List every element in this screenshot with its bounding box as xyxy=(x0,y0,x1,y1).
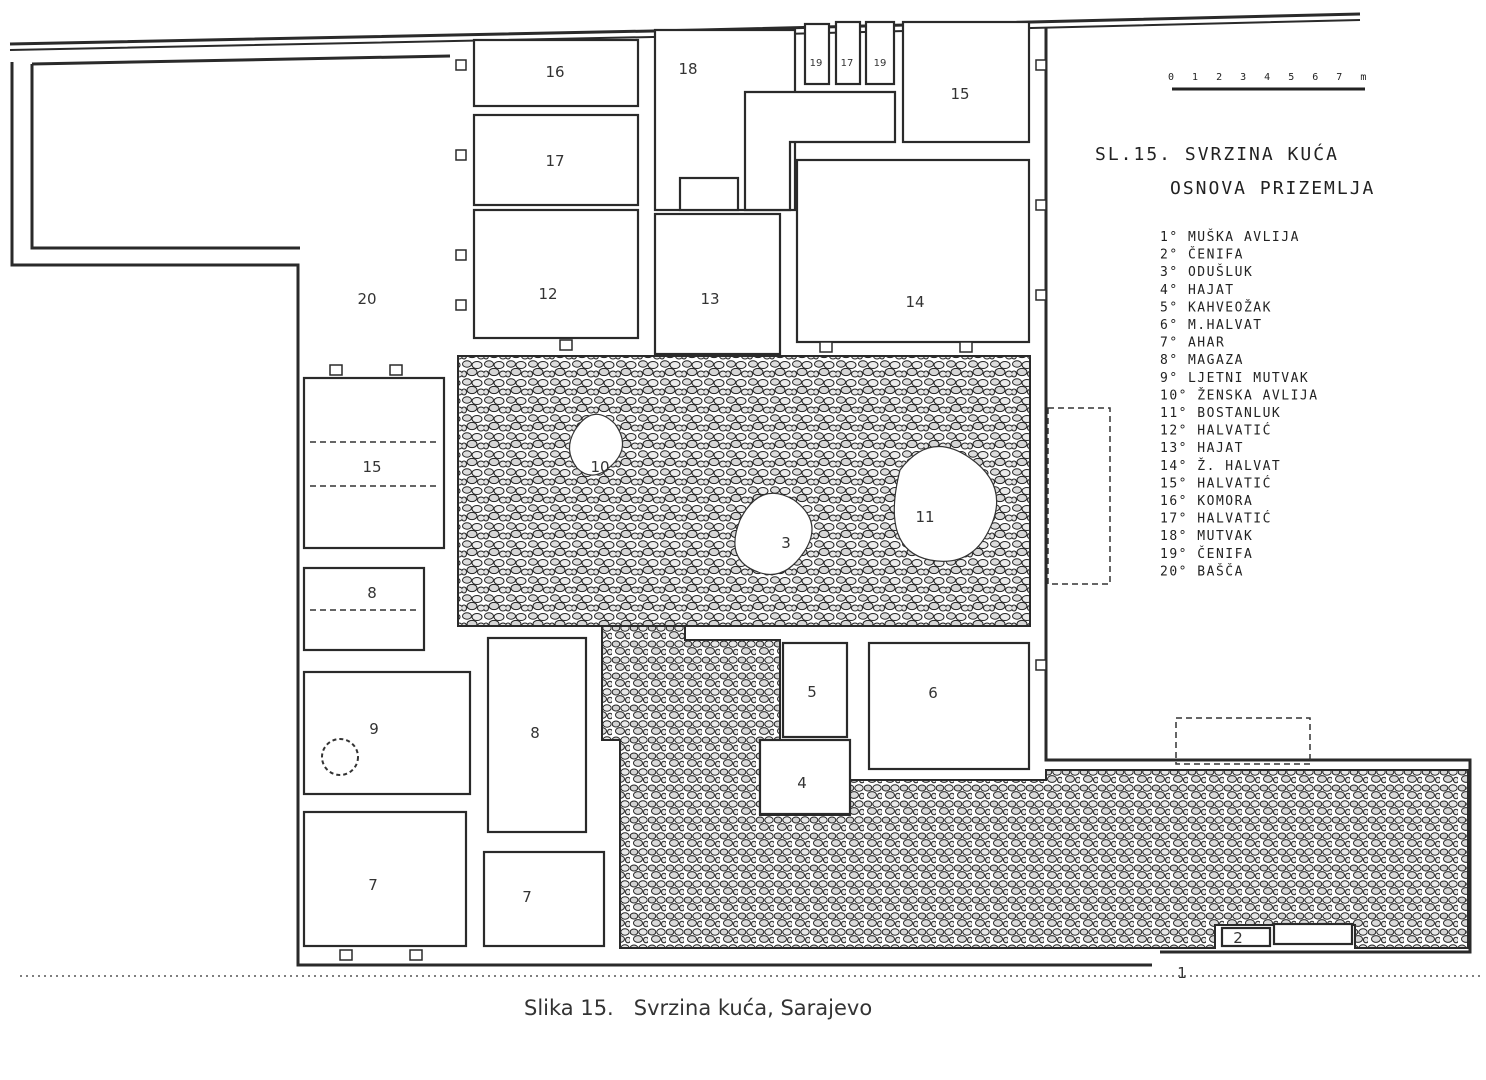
legend-item: 3° ODUŠLUK xyxy=(1160,264,1253,280)
legend-item: 13° HAJAT xyxy=(1160,441,1244,456)
room-label-6: 6 xyxy=(928,684,938,702)
legend-item: 11° BOSTANLUK xyxy=(1160,406,1281,421)
legend-item: 9° LJETNI MUTVAK xyxy=(1160,371,1309,386)
legend-item: 17° HALVATIĆ xyxy=(1160,511,1272,527)
room-label-4: 4 xyxy=(797,774,807,792)
legend-item: 7° AHAR xyxy=(1160,336,1225,351)
room-label-3: 3 xyxy=(781,534,791,552)
room-label-1: 1 xyxy=(1177,964,1187,982)
legend-item: 19° ČENIFA xyxy=(1160,546,1253,562)
figure-caption: Slika 15. Svrzina kuća, Sarajevo xyxy=(524,996,872,1020)
room-label-15: 15 xyxy=(950,85,969,103)
legend-item: 5° KAHVEOŽAK xyxy=(1160,299,1272,315)
legend-item: 15° HALVATIĆ xyxy=(1160,475,1272,491)
room-label-18: 18 xyxy=(678,60,697,78)
room-label-9: 9 xyxy=(369,720,379,738)
sheet-subtitle: OSNOVA PRIZEMLJA xyxy=(1170,178,1375,199)
legend-item: 18° MUTVAK xyxy=(1160,529,1253,544)
room-label-15b: 15 xyxy=(362,458,381,476)
legend-item: 1° MUŠKA AVLIJA xyxy=(1160,229,1300,245)
room-label-19b: 19 xyxy=(874,58,887,69)
sheet-title: SL.15. SVRZINA KUĆA xyxy=(1095,143,1339,165)
legend-item: 12° HALVATIĆ xyxy=(1160,423,1272,439)
legend-item: 16° KOMORA xyxy=(1160,494,1253,509)
room-label-7b: 7 xyxy=(522,888,532,906)
room-label-7a: 7 xyxy=(368,876,378,894)
legend-item: 6° M.HALVAT xyxy=(1160,318,1263,333)
legend-item: 2° ČENIFA xyxy=(1160,247,1244,263)
room-label-19a: 19 xyxy=(810,58,823,69)
room-label-11: 11 xyxy=(915,508,934,526)
room-label-17b: 17 xyxy=(841,58,854,69)
scale-label: 0 1 2 3 4 5 6 7 m xyxy=(1168,72,1372,83)
legend-item: 14° Ž. HALVAT xyxy=(1160,458,1281,474)
legend-item: 4° HAJAT xyxy=(1160,283,1235,298)
room-label-16: 16 xyxy=(545,63,564,81)
room-label-5: 5 xyxy=(807,683,817,701)
room-label-12: 12 xyxy=(538,285,557,303)
room-label-10: 10 xyxy=(590,458,609,476)
room-label-17: 17 xyxy=(545,152,564,170)
room-label-2: 2 xyxy=(1233,929,1243,947)
room-label-8a: 8 xyxy=(367,584,377,602)
room-label-13: 13 xyxy=(700,290,719,308)
legend-item: 10° ŽENSKA AVLIJA xyxy=(1160,387,1319,403)
room-label-8b: 8 xyxy=(530,724,540,742)
legend-item: 20° BAŠČA xyxy=(1160,563,1244,579)
legend-item: 8° MAGAZA xyxy=(1160,353,1244,368)
room-label-14: 14 xyxy=(905,293,924,311)
room-label-20: 20 xyxy=(357,290,376,308)
